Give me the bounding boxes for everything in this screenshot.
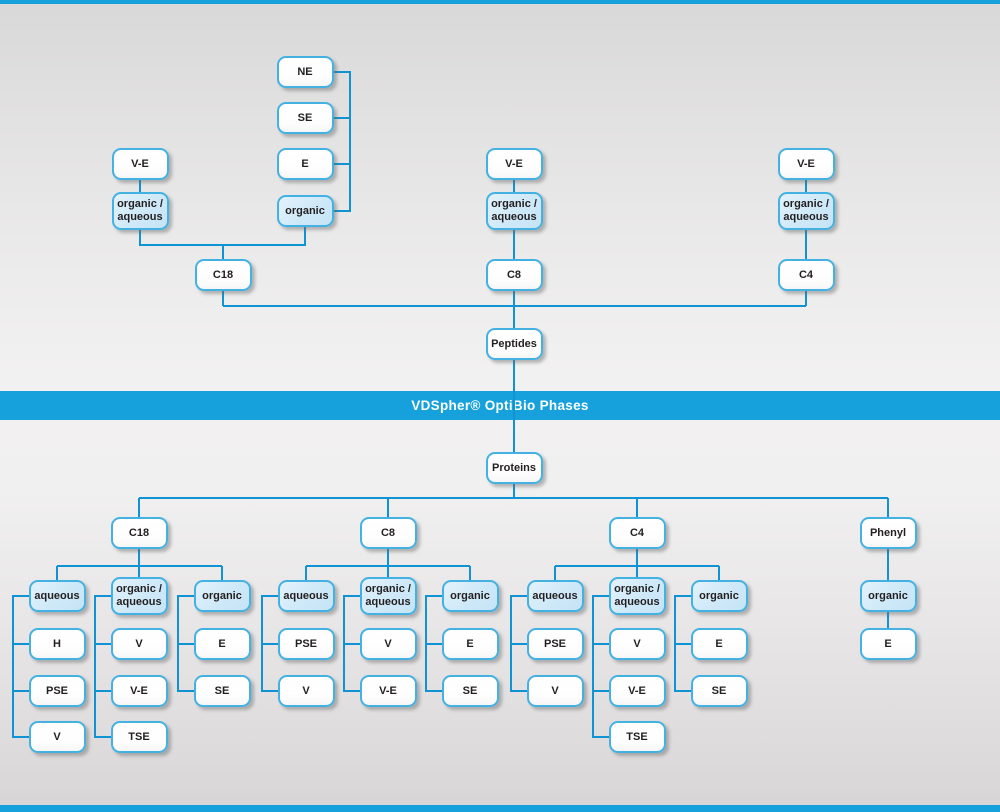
connector	[334, 71, 351, 212]
node-c8-bottom: C8	[359, 517, 417, 549]
node-e-top: E	[276, 148, 334, 180]
node-proteins: Proteins	[485, 452, 543, 484]
node-v-c4oa: V	[608, 628, 666, 660]
node-h-c18aq: H	[28, 628, 86, 660]
bottom-border-strip	[0, 805, 1000, 812]
node-se-top: SE	[276, 102, 334, 134]
connector	[94, 595, 111, 738]
node-orgaq-c8-top: organic / aqueous	[485, 192, 543, 230]
node-organic-ph: organic	[859, 580, 917, 612]
node-ve-c4oa: V-E	[608, 675, 666, 707]
node-organic-top: organic	[276, 195, 334, 227]
node-peptides: Peptides	[485, 328, 543, 360]
node-c8-top: C8	[485, 259, 543, 291]
node-organic-c4: organic	[690, 580, 748, 612]
node-ve-c18oa: V-E	[110, 675, 168, 707]
node-orgaq-c18: organic / aqueous	[110, 577, 168, 615]
top-border-strip	[0, 0, 1000, 4]
node-ve-c4-top: V-E	[777, 148, 835, 180]
connector	[592, 595, 609, 738]
node-c18-bottom: C18	[110, 517, 168, 549]
node-orgaq-c4: organic / aqueous	[608, 577, 666, 615]
node-aqueous-c4: aqueous	[526, 580, 584, 612]
node-organic-c8: organic	[441, 580, 499, 612]
node-e-c4org: E	[690, 628, 748, 660]
node-orgaq-c8: organic / aqueous	[359, 577, 417, 615]
connector	[12, 595, 29, 738]
node-ve-c18-top: V-E	[111, 148, 169, 180]
node-c4-top: C4	[777, 259, 835, 291]
node-v-c4aq: V	[526, 675, 584, 707]
node-organic-c18: organic	[193, 580, 251, 612]
node-ne-top: NE	[276, 56, 334, 88]
node-se-c4org: SE	[690, 675, 748, 707]
node-c18-top: C18	[194, 259, 252, 291]
connector	[139, 227, 306, 246]
node-e-c18org: E	[193, 628, 251, 660]
node-tse-c18oa: TSE	[110, 721, 168, 753]
node-pse-c4aq: PSE	[526, 628, 584, 660]
banner-title: VDSpher® OptiBio Phases	[411, 398, 589, 413]
node-aqueous-c8: aqueous	[277, 580, 335, 612]
node-pse-c8aq: PSE	[277, 628, 335, 660]
node-se-c18org: SE	[193, 675, 251, 707]
node-e-c8org: E	[441, 628, 499, 660]
node-v-c18oa: V	[110, 628, 168, 660]
node-aqueous-c18: aqueous	[28, 580, 86, 612]
node-e-ph: E	[859, 628, 917, 660]
node-tse-c4oa: TSE	[608, 721, 666, 753]
node-orgaq-c18-top: organic / aqueous	[111, 192, 169, 230]
banner: VDSpher® OptiBio Phases	[0, 391, 1000, 420]
node-se-c8org: SE	[441, 675, 499, 707]
node-ve-c8-top: V-E	[485, 148, 543, 180]
node-v-c8aq: V	[277, 675, 335, 707]
node-v-c8oa: V	[359, 628, 417, 660]
node-ve-c8oa: V-E	[359, 675, 417, 707]
node-v-c18aq: V	[28, 721, 86, 753]
node-c4-bottom: C4	[608, 517, 666, 549]
node-orgaq-c4-top: organic / aqueous	[777, 192, 835, 230]
node-pse-c18aq: PSE	[28, 675, 86, 707]
node-phenyl: Phenyl	[859, 517, 917, 549]
